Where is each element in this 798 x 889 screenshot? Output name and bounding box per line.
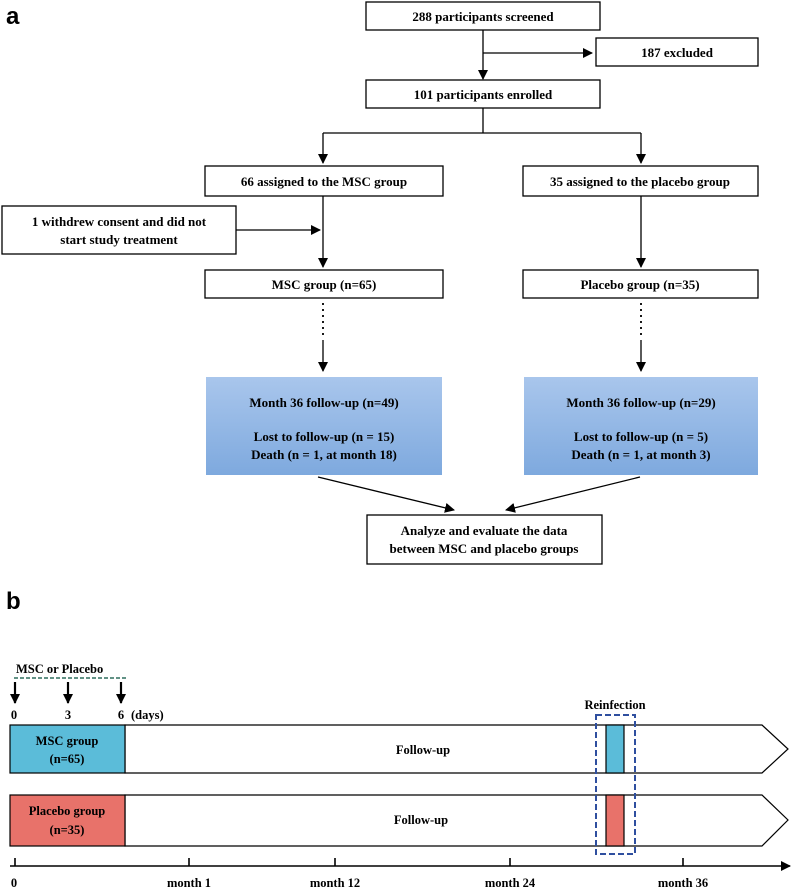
msc-followup-lost: Lost to follow-up (n = 15): [254, 429, 395, 444]
placebo-assigned-text: 35 assigned to the placebo group: [550, 174, 730, 189]
placebo-group-box: Placebo group (n=35): [522, 269, 759, 299]
placebo-group-text: Placebo group (n=35): [580, 277, 699, 292]
reinfection-dashed-box: [595, 714, 636, 855]
placebo-followup-lost: Lost to follow-up (n = 5): [574, 429, 708, 444]
withdrew-box: 1 withdrew consent and did not start stu…: [1, 205, 237, 255]
axis-label-month36: month 36: [658, 876, 708, 889]
msc-group-text: MSC group (n=65): [272, 277, 377, 292]
axis-label-month12: month 12: [310, 876, 360, 889]
panel-a-label: a: [6, 3, 20, 30]
msc-followup-box: Month 36 follow-up (n=49) Lost to follow…: [206, 377, 442, 475]
placebo-bar-label-line1: Placebo group: [29, 804, 106, 818]
msc-bar-label-line1: MSC group: [36, 734, 99, 748]
axis-label-month1: month 1: [167, 876, 211, 889]
placebo-followup-label: Follow-up: [394, 813, 448, 827]
msc-group-box: MSC group (n=65): [204, 269, 444, 299]
axis-label-month24: month 24: [485, 876, 536, 889]
withdrew-text-line1: 1 withdrew consent and did not: [32, 214, 207, 229]
screened-text: 288 participants screened: [412, 9, 554, 24]
panel-b-label: b: [6, 588, 21, 615]
enrolled-box: 101 participants enrolled: [365, 79, 601, 109]
analyze-text-line1: Analyze and evaluate the data: [401, 523, 568, 538]
excluded-box: 187 excluded: [595, 37, 759, 67]
msc-timeline-bar: MSC group (n=65) Follow-up: [9, 724, 789, 774]
arrow-msc-analyze: [317, 476, 455, 513]
msc-followup-label: Follow-up: [396, 743, 450, 757]
withdrew-text-line2: start study treatment: [60, 232, 178, 247]
axis-label-0: 0: [11, 876, 17, 889]
analyze-text-line2: between MSC and placebo groups: [389, 541, 578, 556]
msc-bar-label-line2: (n=65): [50, 752, 85, 766]
msc-followup-title: Month 36 follow-up (n=49): [249, 395, 398, 410]
placebo-followup-death: Death (n = 1, at month 3): [571, 447, 710, 462]
arrow-placebo-analyze: [505, 476, 641, 513]
day-tick-3: 3: [65, 708, 71, 722]
days-unit: (days): [131, 708, 164, 722]
reinfection-label: Reinfection: [584, 698, 645, 712]
placebo-timeline-bar: Placebo group (n=35) Follow-up: [9, 794, 789, 847]
split-connector: [318, 108, 646, 164]
excluded-text: 187 excluded: [641, 45, 714, 60]
placebo-followup-box: Month 36 follow-up (n=29) Lost to follow…: [524, 377, 758, 475]
screened-box: 288 participants screened: [365, 1, 601, 31]
placebo-followup-title: Month 36 follow-up (n=29): [566, 395, 715, 410]
time-axis: [10, 858, 791, 871]
msc-assigned-box: 66 assigned to the MSC group: [204, 165, 444, 197]
day-tick-6: 6: [118, 708, 124, 722]
day-tick-0: 0: [11, 708, 17, 722]
analyze-box: Analyze and evaluate the data between MS…: [366, 514, 603, 565]
treatment-label: MSC or Placebo: [16, 662, 103, 676]
msc-followup-death: Death (n = 1, at month 18): [251, 447, 397, 462]
placebo-bar-segment: [9, 794, 126, 847]
placebo-bar-label-line2: (n=35): [50, 823, 85, 837]
placebo-assigned-box: 35 assigned to the placebo group: [522, 165, 759, 197]
msc-assigned-text: 66 assigned to the MSC group: [241, 174, 407, 189]
msc-bar-segment: [9, 724, 126, 774]
msc-reinfection-marker: [605, 724, 625, 774]
enrolled-text: 101 participants enrolled: [414, 87, 553, 102]
placebo-reinfection-marker: [605, 794, 625, 847]
